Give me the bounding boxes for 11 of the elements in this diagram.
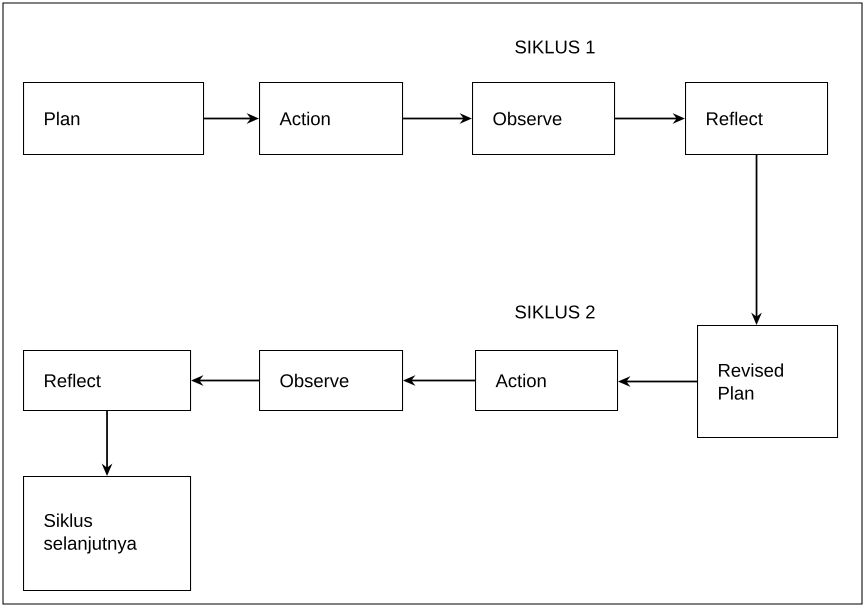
process-box: Reflect — [685, 82, 828, 156]
cycle-title: SIKLUS 2 — [515, 305, 595, 319]
process-box: Siklus selanjutnya — [23, 476, 192, 592]
process-box: Action — [475, 350, 618, 412]
process-box: Revised Plan — [697, 324, 838, 438]
cycle-title: SIKLUS 1 — [515, 40, 595, 54]
process-box: Observe — [472, 82, 616, 156]
process-box: Action — [259, 82, 404, 156]
process-box: Reflect — [23, 350, 192, 412]
process-box: Plan — [23, 82, 204, 156]
process-box: Observe — [259, 350, 404, 412]
